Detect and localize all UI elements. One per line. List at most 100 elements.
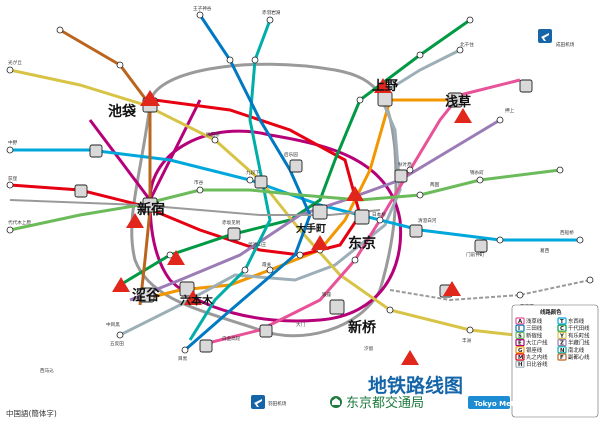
landmark-triangles	[112, 78, 472, 365]
narita-airport-icon	[538, 29, 552, 43]
line-chiyoda	[119, 18, 471, 287]
legend-badge-y	[557, 331, 567, 339]
station-korakuen: 后乐园	[284, 151, 298, 158]
station-tameike: 溜池山王	[248, 241, 267, 248]
station-toyosu: 丰洲	[462, 337, 472, 344]
station-kudanshita: 九段下	[246, 169, 260, 176]
legend-badge-n	[557, 346, 567, 354]
jr-keiyo-line	[389, 279, 591, 302]
line-namboku	[188, 19, 272, 341]
station-yoyogi: 代代木上原	[8, 219, 31, 226]
legend-code-i: I	[518, 326, 520, 332]
landmark-shinbashi	[401, 350, 419, 365]
landmark-tokyo	[311, 235, 329, 250]
major-station-shinbashi: 新桥	[348, 319, 377, 336]
landmark-shibuya	[112, 277, 130, 292]
station-shirokane: 白金高轮	[222, 335, 241, 342]
major-station-shibuya: 涩谷	[132, 288, 161, 304]
landmark-roppongi	[184, 290, 202, 305]
legend-code-g: G	[518, 348, 523, 354]
legend-line-name: 半藏门线	[568, 339, 590, 347]
station-nishifunabashi: 西船桥	[560, 229, 574, 236]
major-station-asakusa: 浅草	[445, 94, 471, 110]
station-nihonbashi: 日本桥	[372, 211, 386, 218]
legend-badge-e	[515, 339, 525, 347]
legend-code-f: F	[560, 355, 564, 361]
legend-code-y: Y	[559, 333, 564, 339]
legend-code-c: C	[560, 326, 564, 332]
landmark-shinjuku	[126, 213, 144, 228]
station-kitasenju: 北千住	[460, 41, 474, 48]
legend-line-name: 丸之内线	[526, 353, 548, 361]
minor-station-labels: 北千住 押上 赤羽岩淵 王子神谷 中野 荻窪 光が丘 代代木上原 目黒 五反田 …	[8, 5, 575, 407]
legend-code-z: Z	[560, 341, 564, 347]
station-dots	[6, 11, 594, 354]
station-nakameguro: 中目黑	[106, 321, 120, 328]
station-hikarigaoka: 光が丘	[8, 59, 22, 66]
major-station-roppongi: 六本木	[180, 293, 214, 307]
station-ogikubo: 荻窪	[8, 175, 18, 182]
station-kinshicho: 锦糸町	[470, 169, 484, 176]
haneda-airport-icon	[251, 395, 265, 409]
line-yurakucho	[9, 68, 561, 342]
station-ryogoku: 两国	[430, 182, 440, 188]
legend-line-name: 副都心线	[568, 353, 590, 361]
major-station-ikebukuro: 池袋	[108, 103, 137, 120]
station-narita: 成田机场	[556, 41, 575, 48]
station-ginza: 银座	[322, 291, 332, 298]
landmark-ikebukuro	[140, 90, 160, 106]
station-akihabara: 秋叶原	[398, 161, 412, 168]
major-station-otemachi: 大手町	[296, 222, 326, 235]
station-iidabashi: 饭田桥	[206, 131, 220, 138]
station-haneda: 羽田机场	[268, 400, 287, 407]
legend-line-name: 浅草线	[526, 317, 543, 325]
toei-logo-icon	[330, 396, 342, 408]
station-akabane: 赤羽岩淵	[262, 9, 281, 16]
legend-line-name: 三田线	[526, 324, 543, 332]
station-kasai: 葛西	[540, 247, 550, 254]
legend-code-a: A	[518, 319, 523, 325]
station-gotanda: 五反田	[110, 340, 124, 347]
legend-code-n: N	[560, 348, 565, 354]
station-oshiage: 押上	[505, 107, 515, 114]
landmark-ueno	[374, 78, 392, 93]
major-station-tokyo: 东京	[348, 235, 376, 252]
legend-line-name: 东西线	[568, 317, 585, 325]
station-shiodome: 汐留	[364, 345, 374, 352]
legend-badge-a	[515, 317, 525, 325]
legend-line-name: 千代田线	[568, 324, 590, 332]
legend-code-h: H	[518, 362, 523, 368]
line-oedo	[88, 99, 403, 323]
legend-code-m: M	[518, 355, 523, 361]
airport-icons	[251, 29, 552, 409]
station-kiyosumi: 清澄白河	[418, 217, 437, 224]
major-station-shinjuku: 新宿	[137, 201, 165, 218]
station-nakano: 中野	[8, 139, 18, 146]
station-meguro: 目黒	[178, 356, 188, 362]
station-akasaka: 赤坂见附	[222, 219, 241, 226]
legend-code-s: S	[518, 333, 522, 339]
language-label: 中国語(簡体字)	[6, 408, 57, 418]
line-shinjuku	[9, 168, 561, 232]
major-station-labels: 池袋 上野 浅草 新宿 大手町 东京 涩谷 六本木 新桥	[108, 79, 471, 336]
operator-name: 东京都交通局	[346, 395, 424, 411]
legend-badge-s	[515, 331, 525, 339]
legend-line-name: 新宿线	[526, 331, 543, 339]
legend-heading: 线路颜色	[540, 308, 562, 316]
title-block: 地铁路线图 东京都交通局 Tokyo Metro	[330, 374, 523, 411]
legend-line-name: 大江户线	[526, 339, 548, 347]
legend-badge-f	[557, 353, 567, 361]
landmark-asakusa	[454, 108, 472, 123]
major-station-ueno: 上野	[372, 79, 398, 94]
legend-badge-i	[515, 324, 525, 332]
legend-badge-h	[515, 360, 525, 368]
tokyo-metro-badge: Tokyo Metro	[468, 396, 523, 409]
jr-chuo-line	[9, 199, 381, 216]
legend-line-name: 银座线	[526, 346, 543, 354]
legend-line-name: 日比谷线	[526, 360, 548, 368]
legend-badge-t	[557, 317, 567, 325]
